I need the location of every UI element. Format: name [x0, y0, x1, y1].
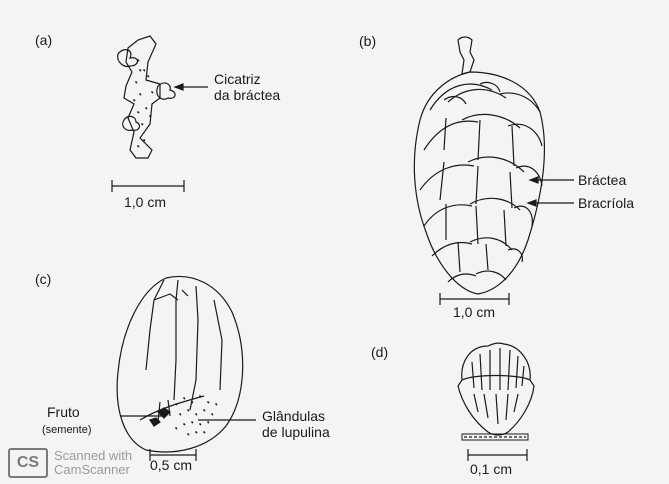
label-bracriola: Bracríola — [578, 195, 634, 211]
camscanner-logo-icon: CS — [8, 448, 48, 478]
label-fruto: Fruto — [47, 404, 80, 420]
scale-bar-d — [468, 449, 527, 461]
label-de-lupulina: de lupulina — [262, 424, 330, 440]
watermark-line-2: CamScanner — [54, 463, 132, 477]
panel-letter-a: (a) — [35, 32, 52, 48]
panel-letter-b: (b) — [359, 33, 376, 49]
scale-label-b: 1,0 cm — [453, 304, 495, 320]
label-cicatriz: Cicatriz — [214, 71, 261, 87]
arrow-bracriola — [528, 200, 574, 206]
panel-letter-d: (d) — [371, 344, 388, 360]
label-bractea: Bráctea — [578, 172, 626, 188]
scale-label-a: 1,0 cm — [124, 194, 166, 210]
camscanner-watermark: CS Scanned with CamScanner — [8, 446, 132, 480]
stem-fragment-a — [118, 36, 175, 158]
scale-bar-a — [112, 180, 184, 192]
scale-label-d: 0,1 cm — [470, 461, 512, 477]
bracteole-c — [117, 276, 243, 451]
arrow-cicatriz — [175, 84, 208, 90]
lupulin-gland-d — [458, 343, 534, 440]
label-semente: (semente) — [42, 424, 92, 437]
scale-label-c: 0,5 cm — [150, 457, 192, 473]
hop-cone-b — [414, 37, 544, 294]
label-da-bractea: da bráctea — [214, 87, 280, 103]
panel-letter-c: (c) — [35, 271, 51, 287]
arrow-bractea — [530, 177, 574, 183]
label-glandulas: Glândulas — [262, 408, 325, 424]
watermark-line-1: Scanned with — [54, 449, 132, 463]
